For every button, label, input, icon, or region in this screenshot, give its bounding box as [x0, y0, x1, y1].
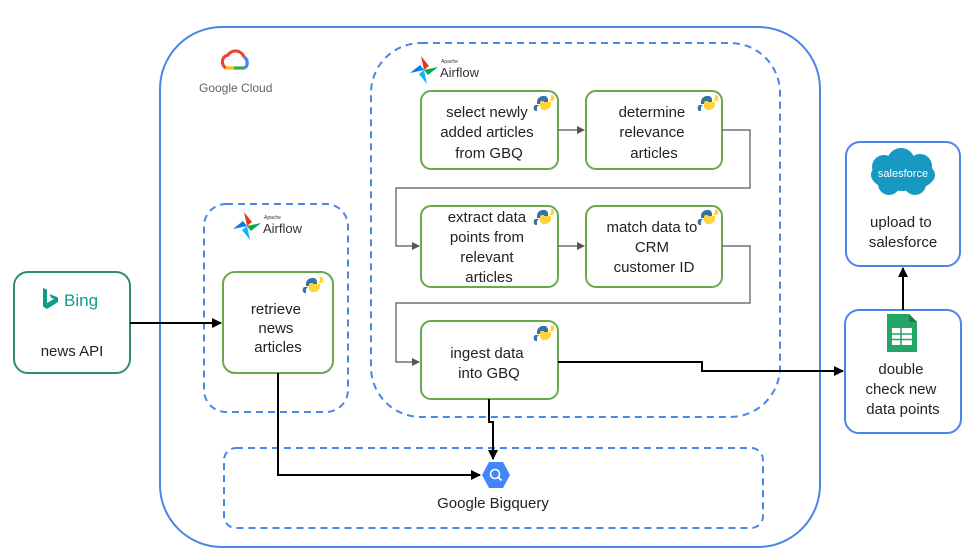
- python-icon: [533, 95, 555, 111]
- determine-line: determine: [619, 104, 686, 121]
- google-sheets-icon: [887, 314, 917, 352]
- ingest-gbq-task[interactable]: ingest data into GBQ: [420, 320, 559, 400]
- google-cloud-container: [159, 26, 821, 548]
- google-cloud-logo: Google Cloud: [199, 49, 272, 95]
- arrow-ingest-to-double-check: [558, 361, 844, 376]
- arrow-retrieve-to-bigquery: [277, 373, 481, 480]
- retrieve-news-task[interactable]: retrieve news articles: [222, 271, 334, 374]
- news-api-node[interactable]: Bing news API: [13, 271, 131, 374]
- determine-line: articles: [630, 145, 678, 162]
- salesforce-logo-text: salesforce: [878, 168, 928, 180]
- determine-relevance-task[interactable]: determine relevance articles: [585, 90, 723, 170]
- double-check-node[interactable]: double check new data points: [844, 309, 962, 434]
- select-line: select newly: [446, 104, 528, 121]
- python-icon: [697, 209, 719, 225]
- double-check-line: check new: [865, 381, 936, 398]
- match-crm-task[interactable]: match data to CRM customer ID: [585, 205, 723, 288]
- retrieve-line: news: [258, 320, 293, 337]
- airflow-pinwheel-icon: [233, 212, 261, 240]
- select-line: added articles: [440, 124, 533, 141]
- salesforce-line: salesforce: [869, 234, 937, 251]
- arrow-ingest-to-bigquery: [488, 399, 498, 460]
- extract-line: extract data: [448, 209, 527, 226]
- python-icon: [302, 277, 324, 293]
- airflow-pinwheel-icon: [410, 56, 438, 84]
- python-icon: [697, 95, 719, 111]
- connectors: [130, 126, 908, 480]
- match-line: match data to: [606, 219, 697, 236]
- select-line: from GBQ: [455, 145, 523, 162]
- extract-line: articles: [465, 269, 513, 286]
- extract-data-label: extract data points from relevant articl…: [448, 209, 531, 286]
- arrow-determine-to-extract: [395, 129, 751, 250]
- determine-relevance-label: determine relevance articles: [619, 104, 690, 162]
- airflow-right-brand: Airflow: [440, 65, 480, 80]
- google-cloud-icon: [220, 49, 249, 70]
- salesforce-node[interactable]: salesforce upload to salesforce: [845, 141, 961, 267]
- double-check-line: double: [878, 361, 923, 378]
- extract-data-task[interactable]: extract data points from relevant articl…: [420, 205, 559, 288]
- news-api-label: news API: [41, 343, 104, 360]
- airflow-left-container: [203, 203, 349, 413]
- salesforce-label: upload to salesforce: [869, 214, 937, 251]
- airflow-left-small: Apache: [264, 215, 281, 221]
- select-articles-label: select newly added articles from GBQ: [440, 104, 538, 162]
- airflow-right-logo: Apache Airflow: [410, 56, 480, 84]
- extract-line: relevant: [460, 249, 514, 266]
- bing-icon: [43, 288, 58, 309]
- airflow-left-brand: Airflow: [263, 221, 303, 236]
- ingest-line: ingest data: [450, 345, 524, 362]
- double-check-label: double check new data points: [865, 361, 940, 418]
- arrow-match-to-ingest: [395, 245, 751, 366]
- match-crm-label: match data to CRM customer ID: [606, 219, 701, 276]
- bing-brand: Bing: [64, 291, 98, 310]
- python-icon: [533, 325, 555, 341]
- google-cloud-label: Google Cloud: [199, 81, 272, 95]
- python-icon: [533, 209, 555, 225]
- retrieve-news-label: retrieve news articles: [251, 301, 305, 356]
- select-articles-task[interactable]: select newly added articles from GBQ: [420, 90, 559, 170]
- match-line: CRM: [635, 239, 669, 256]
- airflow-right-small: Apache: [441, 59, 458, 65]
- bigquery-label: Google Bigquery: [437, 495, 549, 512]
- ingest-gbq-label: ingest data into GBQ: [450, 345, 528, 382]
- news-api-line: news API: [41, 343, 104, 360]
- retrieve-line: retrieve: [251, 301, 301, 318]
- ingest-line: into GBQ: [458, 365, 520, 382]
- bigquery-icon: [482, 462, 510, 488]
- double-check-line: data points: [866, 401, 939, 418]
- retrieve-line: articles: [254, 339, 302, 356]
- airflow-left-logo: Apache Airflow: [233, 212, 303, 240]
- match-line: customer ID: [614, 259, 695, 276]
- salesforce-line: upload to: [870, 214, 932, 231]
- airflow-right-container: [370, 42, 781, 418]
- determine-line: relevance: [619, 124, 684, 141]
- salesforce-cloud-icon: [871, 148, 935, 195]
- extract-line: points from: [450, 229, 524, 246]
